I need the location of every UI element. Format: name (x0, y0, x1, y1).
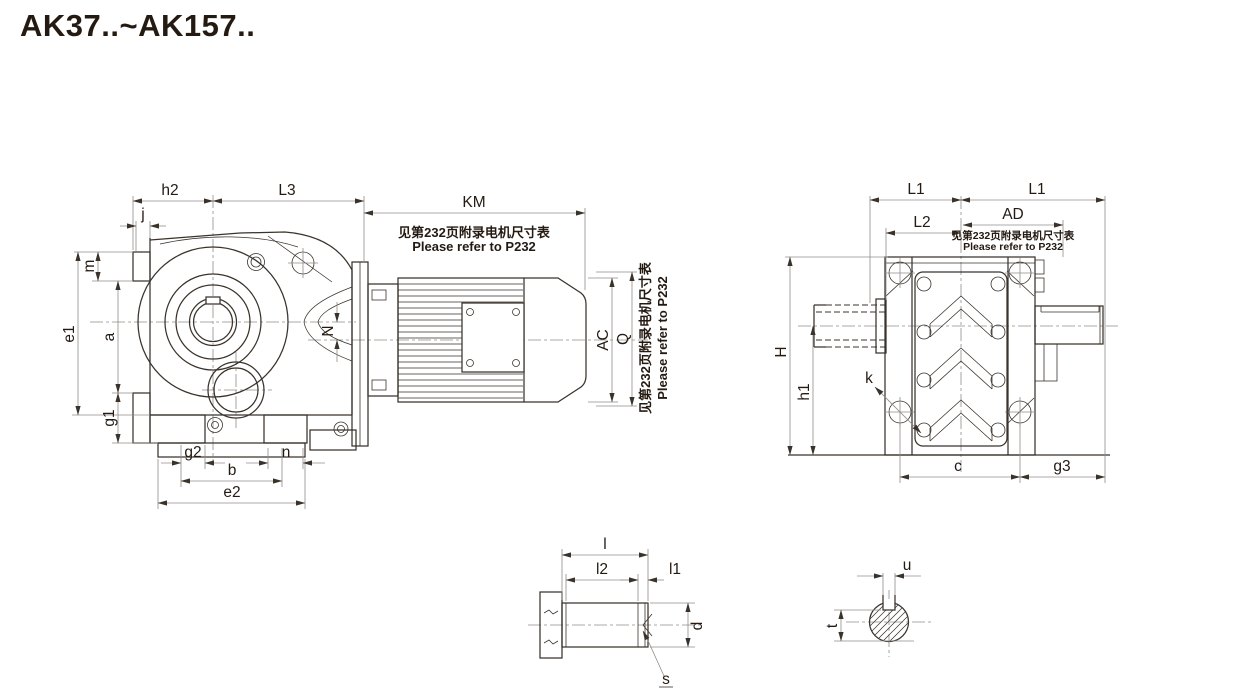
housing-front (788, 256, 1110, 456)
dim-label-L1-right: L1 (1028, 181, 1045, 198)
hollow-shaft (813, 298, 887, 354)
dim-label-b: b (228, 462, 237, 479)
dim-label-h2: h2 (161, 182, 178, 199)
dim-label-l1: l1 (669, 561, 681, 578)
motor-note-ad-cn: 见第232页附录电机尺寸表 (952, 229, 1075, 242)
dim-label-g2: g2 (184, 444, 201, 461)
dim-label-d: d (689, 622, 706, 631)
keyway-slot (882, 595, 896, 611)
dim-label-l2: l2 (596, 561, 608, 578)
front-centerlines (798, 196, 1118, 472)
dim-label-AD: AD (1002, 206, 1024, 223)
dim-label-l: l (603, 536, 606, 553)
front-dimensions (785, 196, 1106, 483)
dim-label-a: a (101, 332, 118, 341)
dim-label-u: u (903, 557, 912, 574)
dim-label-e2: e2 (223, 484, 240, 501)
dim-label-n: n (282, 444, 291, 461)
dim-label-k: k (865, 370, 873, 387)
mounting-holes (885, 258, 1035, 427)
fan-cover (524, 277, 587, 403)
dim-label-h1: h1 (796, 383, 813, 400)
output-shaft (1034, 305, 1104, 382)
cover-plate (914, 271, 1008, 447)
dim-label-L3: L3 (278, 182, 295, 199)
dim-label-c: c (954, 458, 962, 475)
chevron-ribs (929, 295, 993, 442)
keyway-section-detail: u t (824, 557, 932, 657)
dim-label-N: N (320, 325, 337, 336)
shaft-body (561, 602, 649, 648)
page-title: AK37..~AK157.. (20, 8, 256, 43)
s-leader (642, 630, 665, 677)
dim-label-KM: KM (462, 194, 485, 211)
dim-label-AC: AC (595, 329, 612, 351)
lower-bearing-boss (207, 361, 265, 419)
motor-note-cn: 见第232页附录电机尺寸表 (398, 225, 551, 240)
gear-housing (132, 231, 357, 458)
dim-label-g3: g3 (1053, 458, 1070, 475)
dim-label-g1: g1 (101, 409, 118, 426)
terminal-box (461, 302, 525, 373)
dim-label-Q: Q (615, 333, 632, 345)
shaft-dimensions (561, 549, 695, 688)
dim-label-L2: L2 (913, 214, 930, 231)
shaft-keyway (1040, 306, 1100, 313)
dim-label-m: m (81, 260, 98, 273)
front-view: L1 L1 L2 AD 见第232页附录电机尺寸表 Please refer t… (773, 181, 1118, 483)
motor-note-en: Please refer to P232 (412, 239, 536, 254)
dim-label-s: s (662, 671, 670, 688)
dim-label-L1-left: L1 (907, 181, 924, 198)
dim-label-t: t (824, 623, 841, 628)
side-view: h2 L3 KM 见第232页附录电机尺寸表 Please refer to P… (61, 182, 670, 509)
output-bore (137, 246, 289, 398)
break-marks (543, 609, 559, 645)
motor-note-side-cn: 见第232页附录电机尺寸表 (638, 261, 653, 414)
motor (351, 261, 587, 447)
motor-fins (398, 283, 523, 399)
k-leader (874, 386, 922, 434)
side-dimensions (72, 196, 637, 509)
dim-label-e1: e1 (61, 325, 78, 342)
dim-label-j: j (140, 206, 144, 223)
motor-note-side-en: Please refer to P232 (655, 276, 670, 400)
keyway-dimensions (834, 573, 921, 642)
motor-note-ad-en: Please refer to P232 (963, 241, 1063, 253)
bore-keyway (205, 296, 221, 305)
shaft-end-detail: l l2 l1 d s (528, 536, 706, 688)
keyway-slot-fill (883, 599, 895, 610)
dim-label-H: H (773, 346, 790, 357)
side-centerlines (90, 195, 648, 463)
